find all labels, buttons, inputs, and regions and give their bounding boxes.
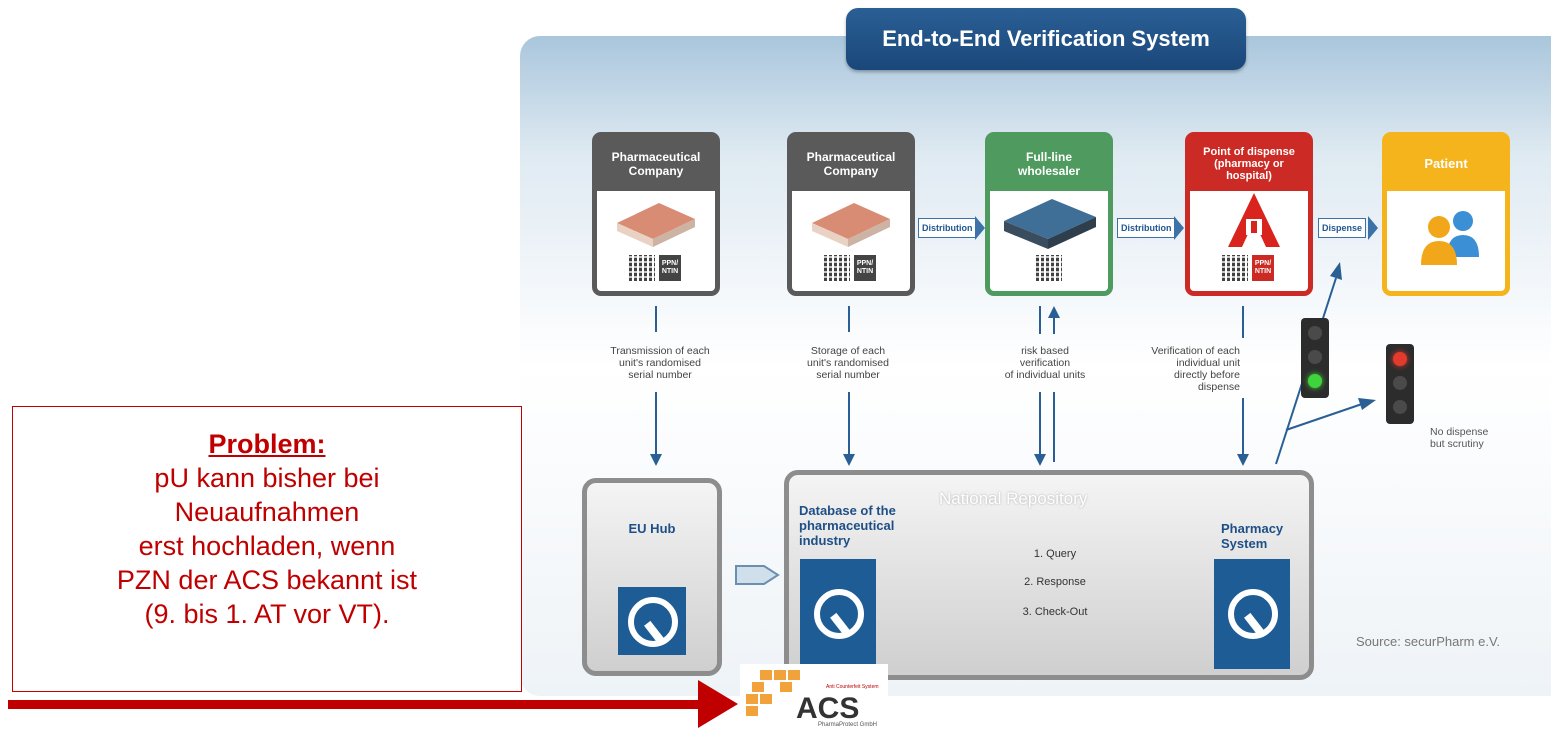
pharmacy-system-label: Pharmacy System	[1221, 521, 1284, 551]
problem-line: (9. bis 1. AT vor VT).	[144, 599, 390, 629]
flow-label-dispense: Dispense	[1318, 218, 1367, 238]
problem-line: PZN der ACS bekannt ist	[116, 565, 418, 595]
source-credit: Source: securPharm e.V.	[1356, 634, 1501, 649]
national-repository-box: National Repository Database of the phar…	[784, 470, 1314, 680]
card-wholesaler: Full-line wholesaler	[985, 132, 1113, 296]
message-check-out: 3. Check-Out	[1022, 606, 1088, 618]
eu-hub-label: EU Hub	[628, 521, 676, 536]
acs-logo: ACS Anti Counterfeit System PharmaProtec…	[740, 664, 888, 730]
problem-line: Neuaufnahmen	[174, 497, 360, 527]
card-heading: Patient	[1387, 137, 1505, 191]
datamatrix-icon	[629, 255, 655, 281]
datamatrix-icon	[824, 255, 850, 281]
card-point-of-dispense: Point of dispense (pharmacy or hospital)…	[1185, 132, 1313, 296]
flow-label-distribution-1: Distribution	[918, 218, 977, 238]
message-response: 2. Response	[1024, 576, 1086, 588]
problem-callout: Problem: pU kann bisher bei Neuaufnahmen…	[12, 406, 522, 692]
diagram-title: End-to-End Verification System	[846, 8, 1246, 70]
q-logo-icon	[800, 559, 876, 669]
eu-hub-box: EU Hub	[582, 478, 722, 676]
arrow-right-icon	[1174, 216, 1184, 240]
red-pointer-arrow	[8, 680, 738, 728]
acs-logo-mark-icon	[746, 670, 800, 716]
code-label: PPN/ NTIN	[854, 255, 876, 281]
datamatrix-icon	[1036, 255, 1062, 281]
traffic-light-green-icon	[1301, 318, 1329, 398]
logo-wordmark: ACS	[796, 692, 860, 725]
card-heading: Pharmaceutical Company	[792, 137, 910, 191]
description-risk-based: risk based verification of individual un…	[1004, 345, 1086, 381]
logo-tagline: Anti Counterfeit System	[826, 684, 879, 690]
arrow-right-icon	[1368, 216, 1378, 240]
q-logo-icon	[618, 587, 686, 655]
warehouse-icon	[1004, 199, 1096, 249]
code-label: PPN/ NTIN	[659, 255, 681, 281]
factory-icon	[617, 203, 695, 247]
message-query: 1. Query	[1033, 548, 1077, 560]
pharmacy-apotheke-icon	[1228, 193, 1280, 247]
patient-people-icon	[1421, 211, 1479, 265]
card-heading: Full-line wholesaler	[990, 137, 1108, 191]
problem-line: pU kann bisher bei	[154, 463, 380, 493]
arrow-right-icon	[975, 216, 985, 240]
card-pharma-company-1: Pharmaceutical Company PPN/ NTIN	[592, 132, 720, 296]
datamatrix-icon	[1222, 255, 1248, 281]
repository-title: National Repository	[939, 489, 1088, 508]
factory-icon	[812, 203, 890, 247]
logo-company: PharmaProtect GmbH	[818, 722, 878, 728]
hub-link-arrow	[735, 565, 780, 585]
database-label: Database of the pharmaceutical industry	[799, 503, 896, 548]
problem-line: erst hochladen, wenn	[138, 531, 396, 561]
code-label: PPN/ NTIN	[1252, 255, 1274, 281]
q-logo-icon	[1214, 559, 1290, 669]
flow-label-distribution-2: Distribution	[1117, 218, 1176, 238]
description-no-dispense: No dispense but scrutiny	[1430, 426, 1489, 450]
description-transmission: Transmission of each unit's randomised s…	[610, 345, 710, 381]
description-verification: Verification of each individual unit dir…	[1151, 345, 1240, 393]
card-pharma-company-2: Pharmaceutical Company PPN/ NTIN	[787, 132, 915, 296]
traffic-light-red-icon	[1386, 344, 1414, 424]
card-patient: Patient	[1382, 132, 1510, 296]
problem-heading: Problem:	[208, 429, 326, 459]
card-heading: Pharmaceutical Company	[597, 137, 715, 191]
description-storage: Storage of each unit's randomised serial…	[807, 345, 889, 381]
card-heading: Point of dispense (pharmacy or hospital)	[1190, 137, 1308, 191]
